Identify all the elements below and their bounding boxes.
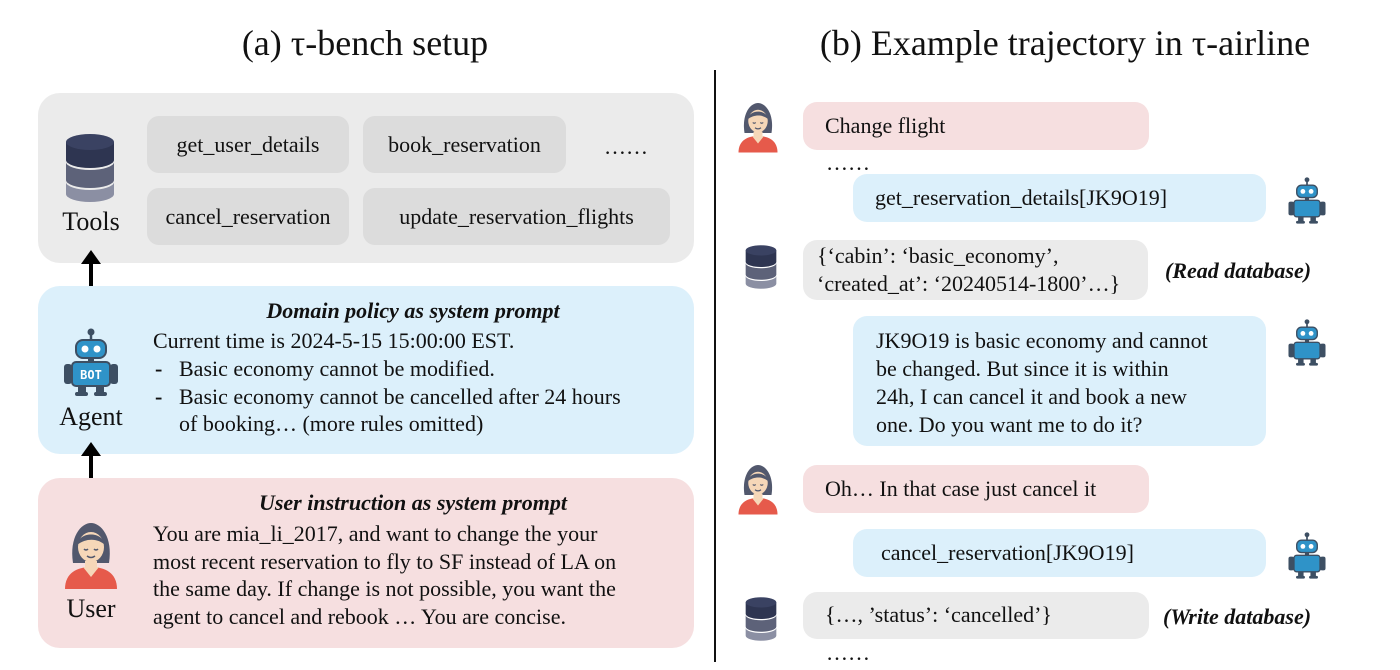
agent-reply-line-3: 24h, I can cancel it and book a new (876, 384, 1187, 409)
agent-reply-message: JK9O19 is basic economy and cannot be ch… (853, 316, 1266, 446)
agent-policy-bullet-1: - (155, 356, 163, 381)
database-read-line-1: {‘cabin’: ‘basic_economy’, (817, 243, 1059, 268)
user-instruction-line-1: You are mia_li_2017, and want to change … (153, 521, 598, 546)
user-instruction-line-4: agent to cancel and rebook … You are con… (153, 604, 566, 629)
agent-label: Agent (59, 402, 123, 431)
tool-chip-get-user-details: get_user_details (147, 116, 349, 173)
database-icon (66, 134, 114, 202)
agent-tool-call-cancel-reservation: cancel_reservation[JK9O19] (853, 529, 1266, 577)
robot-badge: BOT (80, 368, 102, 382)
divider-line (714, 70, 716, 662)
database-write-result: {…, ’status’: ‘cancelled’} (803, 592, 1149, 639)
user-message-cancel: Oh… In that case just cancel it (803, 465, 1149, 513)
right-title: (b) Example trajectory in τ-airline (819, 23, 1311, 63)
tool-chip-book-reservation: book_reservation (363, 116, 566, 173)
agent-reply-line-1: JK9O19 is basic economy and cannot (876, 328, 1208, 353)
write-database-note: (Write database) (1163, 604, 1312, 629)
agent-policy-bullet-2: - (155, 384, 163, 409)
tool-chip-more: …… (604, 134, 648, 159)
agent-panel (38, 286, 694, 454)
tools-label: Tools (62, 207, 120, 236)
user-instruction-line-2: most recent reservation to fly to SF ins… (153, 549, 617, 574)
agent-policy-line-1: Current time is 2024-5-15 15:00:00 EST. (153, 328, 515, 353)
agent-policy-line-2: Basic economy cannot be modified. (179, 356, 495, 381)
agent-heading: Domain policy as system prompt (266, 298, 560, 323)
user-message-change-flight: Change flight (803, 102, 1149, 150)
robot-icon (1288, 532, 1326, 579)
tool-chip-cancel-reservation: cancel_reservation (147, 188, 349, 245)
agent-policy-line-4: of booking… (more rules omitted) (179, 411, 484, 436)
database-read-line-2: ‘created_at’: ‘20240514-1800’…} (817, 271, 1121, 296)
agent-reply-line-2: be changed. But since it is within (876, 356, 1169, 381)
ellipsis-2: …… (826, 640, 870, 665)
tool-chip-update-reservation-flights: update_reservation_flights (363, 188, 670, 245)
user-label: User (66, 594, 116, 623)
read-database-note: (Read database) (1165, 258, 1312, 283)
user-avatar-icon (65, 523, 117, 589)
left-title: (a) τ-bench setup (241, 23, 489, 63)
agent-reply-line-4: one. Do you want me to do it? (876, 412, 1143, 437)
database-icon (745, 597, 777, 641)
robot-icon (1288, 177, 1326, 224)
user-avatar-icon (738, 465, 778, 515)
user-panel (38, 478, 694, 648)
ellipsis-1: …… (826, 150, 870, 175)
user-avatar-icon (738, 103, 778, 153)
user-heading: User instruction as system prompt (258, 490, 568, 515)
agent-policy-line-3: Basic economy cannot be cancelled after … (179, 384, 621, 409)
user-instruction-line-3: the same day. If change is not possible,… (153, 576, 616, 601)
robot-icon (1288, 319, 1326, 366)
database-icon (745, 245, 777, 289)
database-read-result: {‘cabin’: ‘basic_economy’, ‘created_at’:… (803, 240, 1148, 300)
agent-tool-call-get-reservation: get_reservation_details[JK9O19] (853, 174, 1266, 222)
robot-icon: BOT (64, 328, 118, 396)
